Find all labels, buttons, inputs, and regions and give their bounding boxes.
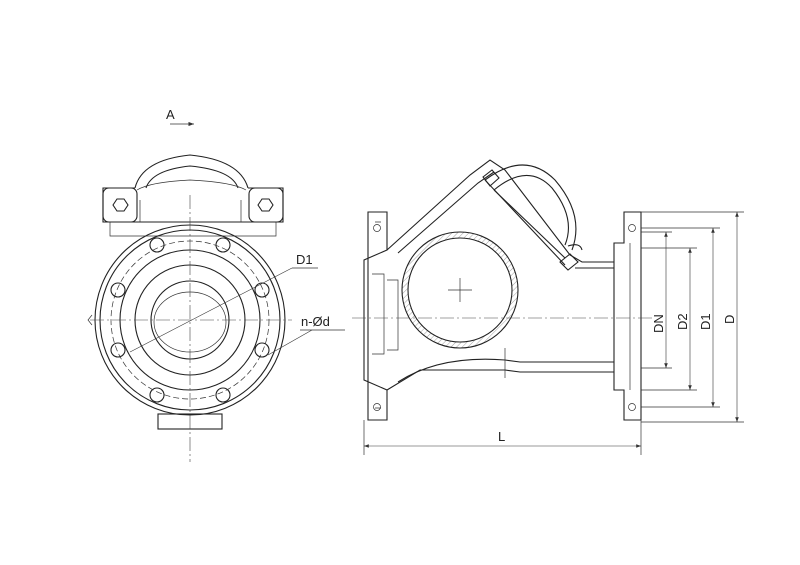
bolt-holes: [110, 237, 270, 403]
view-arrow-a: A: [166, 107, 194, 127]
ball: [401, 231, 519, 349]
bolt-holes-leader: [267, 329, 313, 356]
inlet-flange: [363, 211, 388, 421]
outlet-flange: [613, 211, 642, 421]
bonnet: [102, 154, 284, 237]
d-label: D: [722, 315, 737, 324]
view-marker-label: A: [166, 107, 175, 122]
d1-leader: [129, 267, 293, 353]
bolt-holes-label: n-Ød: [301, 314, 330, 329]
d1-label: D1: [698, 313, 713, 330]
length-label: L: [498, 429, 505, 444]
dn-label: DN: [651, 314, 666, 333]
side-view: DN D2 D1 D L: [352, 159, 744, 455]
d2-label: D2: [675, 313, 690, 330]
cover: [482, 164, 583, 271]
dimension-lines: [363, 211, 744, 455]
bolt-head-left-icon: [112, 198, 129, 212]
end-view: A: [87, 107, 345, 462]
bolt-circle-label: D1: [296, 252, 313, 267]
bolt-head-right-icon: [257, 198, 274, 212]
